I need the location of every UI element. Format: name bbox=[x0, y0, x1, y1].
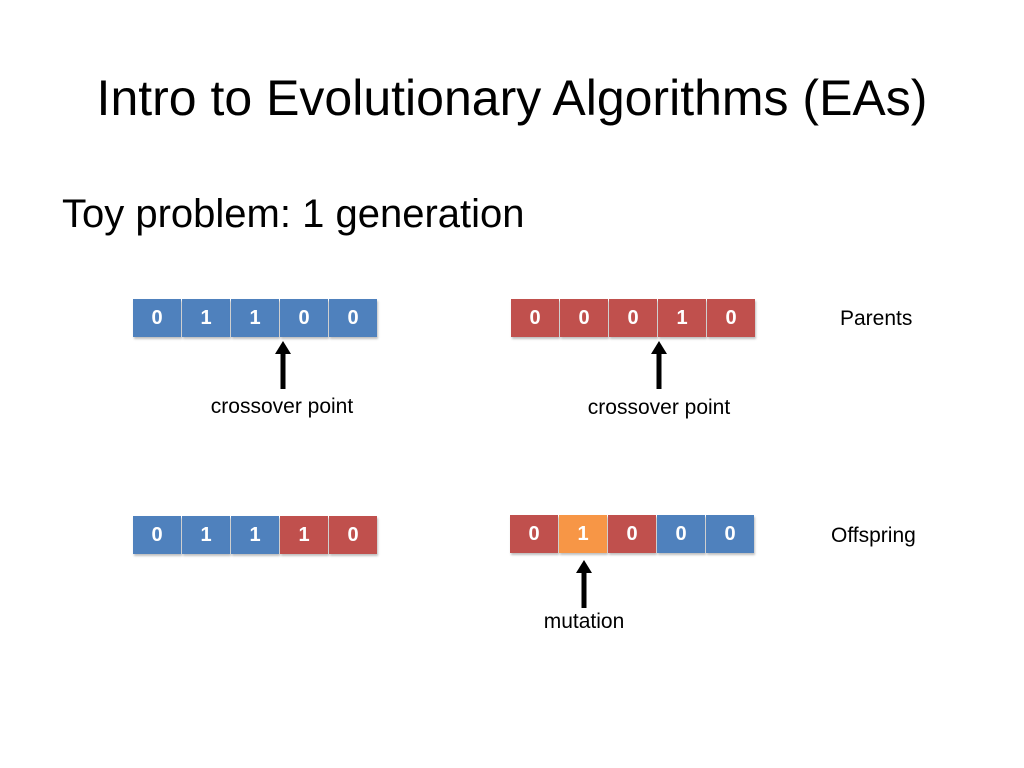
offspring-1-chromosome: 0 1 1 1 0 bbox=[133, 516, 377, 554]
gene-cell: 1 bbox=[559, 515, 607, 553]
up-arrow-icon bbox=[576, 560, 592, 608]
gene-cell: 1 bbox=[182, 516, 230, 554]
gene-cell: 1 bbox=[231, 516, 279, 554]
gene-cell: 1 bbox=[231, 299, 279, 337]
parent-1-chromosome: 0 1 1 0 0 bbox=[133, 299, 377, 337]
gene-cell: 0 bbox=[510, 515, 558, 553]
gene-cell: 0 bbox=[329, 516, 377, 554]
gene-cell: 1 bbox=[658, 299, 706, 337]
gene-cell: 0 bbox=[133, 516, 181, 554]
gene-cell: 0 bbox=[657, 515, 705, 553]
up-arrow-icon bbox=[275, 341, 291, 389]
gene-cell: 0 bbox=[560, 299, 608, 337]
gene-cell: 0 bbox=[329, 299, 377, 337]
gene-cell: 0 bbox=[280, 299, 328, 337]
gene-cell: 0 bbox=[706, 515, 754, 553]
offspring-2-chromosome: 0 1 0 0 0 bbox=[510, 515, 754, 553]
gene-cell: 0 bbox=[707, 299, 755, 337]
crossover-point-caption: crossover point bbox=[210, 395, 354, 418]
crossover-point-caption: crossover point bbox=[587, 396, 731, 419]
parent-2-chromosome: 0 0 0 1 0 bbox=[511, 299, 755, 337]
gene-cell: 0 bbox=[511, 299, 559, 337]
gene-cell: 0 bbox=[608, 515, 656, 553]
gene-cell: 0 bbox=[133, 299, 181, 337]
offspring-label: Offspring bbox=[831, 524, 916, 547]
gene-cell: 0 bbox=[609, 299, 657, 337]
slide-subtitle: Toy problem: 1 generation bbox=[62, 192, 525, 236]
parents-label: Parents bbox=[840, 307, 913, 330]
gene-cell: 1 bbox=[182, 299, 230, 337]
slide-title: Intro to Evolutionary Algorithms (EAs) bbox=[96, 70, 928, 126]
up-arrow-icon bbox=[651, 341, 667, 389]
mutation-caption: mutation bbox=[543, 610, 625, 633]
gene-cell: 1 bbox=[280, 516, 328, 554]
